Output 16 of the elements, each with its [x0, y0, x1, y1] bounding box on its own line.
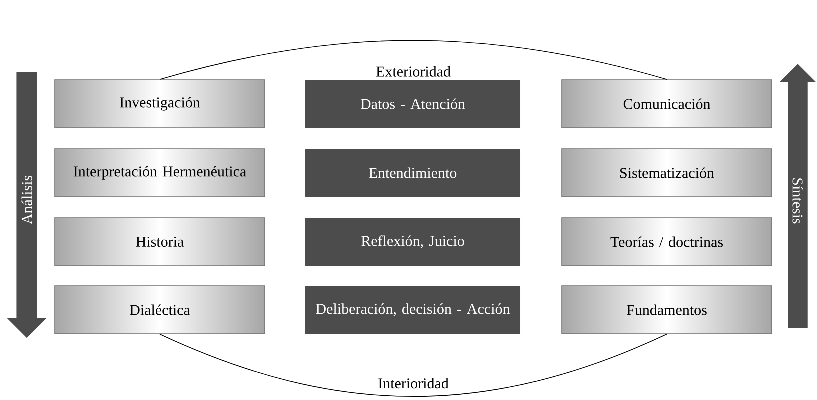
process-box: Teorías / doctrinas [562, 218, 772, 266]
process-box: Historia [54, 218, 266, 266]
process-box: Deliberación, decisión - Acción [306, 286, 520, 334]
edge-label: Interioridad [376, 376, 451, 391]
process-box: Datos - Atención [306, 80, 520, 128]
process-box: Fundamentos [562, 286, 772, 334]
process-box: Reflexión, Juicio [306, 218, 520, 266]
process-box: Comunicación [562, 80, 772, 128]
process-box: Dialéctica [54, 286, 266, 334]
process-box: Sistematización [562, 148, 772, 198]
process-box: Investigación [54, 80, 266, 128]
edge-label: Exterioridad [374, 64, 453, 79]
process-box: Interpretación Hermenéutica [54, 148, 266, 198]
arc-line [160, 40, 668, 80]
arc-line [160, 334, 668, 398]
process-box: Entendimiento [306, 149, 520, 197]
